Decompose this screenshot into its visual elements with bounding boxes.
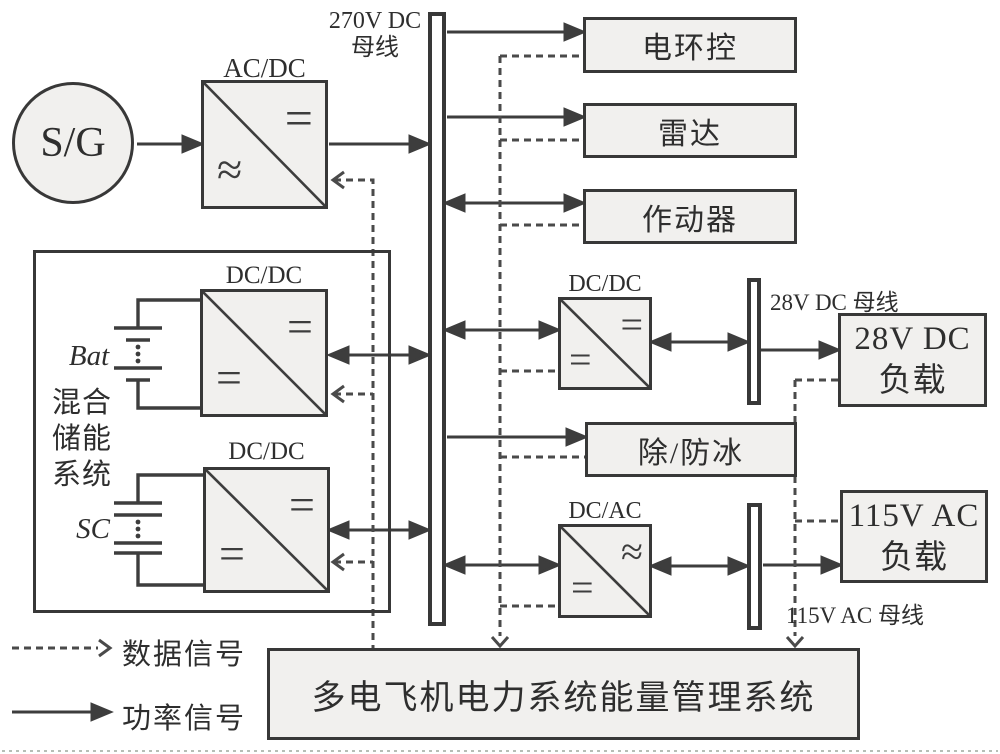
acdc-converter-label: AC/DC [223,53,306,83]
sc-dcdc-converter-label: DC/DC [228,438,305,465]
dc-symbol: = [571,565,594,610]
power-line-bus-dcdc28 [442,320,562,340]
bat-dcdc-diagonal [203,292,325,414]
dcdc28-converter-label: DC/DC [568,271,642,297]
storage-title-line2: 储能 [52,423,113,455]
storage-title-line3: 系统 [52,459,113,491]
data-line-to-acdc-and-storage [334,178,375,648]
dcdc28-converter: = = [558,297,652,390]
legend-power-arrow [12,702,114,722]
power-line-bus-to-radar [447,107,587,127]
power-line-bus28-to-load28 [761,340,842,360]
dcac-converter: ≈ = [558,524,652,618]
chevron-into-sc-dcdc [330,552,345,572]
legend-data-signal-label: 数据信号 [122,639,247,671]
power-line-batdcdc-bus [326,345,432,365]
load-115v-line2: 负载 [880,539,948,576]
ac-symbol: ≈ [217,143,243,195]
power-line-bus-dcac [442,555,562,575]
storage-title-line1: 混合 [52,387,113,419]
power-line-bus115-to-load115 [763,555,844,575]
load-115v-line1: 115V AC [848,497,980,534]
power-line-dcac-bus115 [648,556,751,576]
load-actuator: 作动器 [583,189,797,244]
main-bus-label-line1: 270V DC [328,8,422,34]
acdc-diagonal [204,83,325,206]
dc-symbol: = [287,301,313,352]
main-bus-label-line2: 母线 [351,35,399,61]
load-radar-label: 雷达 [658,117,722,151]
load-env-control: 电环控 [583,17,797,73]
load-env-control-label: 电环控 [642,32,738,65]
dc-symbol: = [620,302,643,347]
sc-dcdc-converter: = = [203,467,330,593]
bat-dcdc-converter-label: DC/DC [225,262,303,289]
bus-115v-label: 115V AC 母线 [786,603,925,628]
dc-symbol: = [289,479,315,530]
dc-symbol: = [284,90,313,146]
battery-label: Bat [68,340,110,372]
load-deicing: 除/防冰 [585,422,797,477]
power-line-sg-to-acdc [137,134,205,154]
hybrid-storage-group [33,250,391,613]
battery-dots [135,344,141,364]
data-line-trunk-loads [498,54,585,636]
ems-label: 多电飞机电力系统能量管理系统 [311,679,816,717]
chevron-into-bat-dcdc [330,384,345,404]
dc-symbol: = [569,337,592,382]
power-line-acdc-to-mainbus [329,134,432,154]
chevron-into-ems-left [490,636,510,649]
power-line-bus-actuator [442,193,587,213]
chevron-legend-data [98,638,113,658]
power-line-bus-to-envcontrol [447,22,587,42]
sc-dcdc-diagonal [206,470,327,590]
power-line-scdcdc-bus [326,520,432,540]
bat-dcdc-converter: = = [200,289,328,417]
load-radar: 雷达 [583,103,797,158]
acdc-converter: = ≈ [201,80,328,209]
main-bus-label: 270V DC 母线 [320,8,430,62]
dc-symbol: = [219,527,245,579]
legend-power-signal-label: 功率信号 [122,703,247,735]
generator-node: S/G [12,82,134,204]
supercap-dots [135,519,141,539]
bus-115v-ac [747,503,762,630]
load-deicing-label: 除/防冰 [637,436,745,470]
load-actuator-label: 作动器 [642,203,738,237]
dcac-converter-label: DC/AC [568,498,642,524]
ac-symbol: ≈ [621,529,643,574]
dcac-diagonal [561,527,649,615]
chevron-into-acdc [330,170,345,190]
hybrid-storage-title: 混合 储能 系统 [52,385,112,493]
supercap-symbol [114,473,203,587]
load-28v-line2: 负载 [878,363,947,399]
load-115v-ac: 115V AC 负载 [840,490,988,583]
main-dc-bus [428,12,446,626]
battery-symbol [114,298,200,410]
ems-box: 多电飞机电力系统能量管理系统 [267,648,860,740]
power-line-dcdc28-bus28 [648,332,751,352]
chevron-into-ems-right [785,636,805,649]
generator-label: S/G [40,120,106,166]
load-28v-dc: 28V DC 负载 [838,313,987,407]
supercap-label: SC [76,513,110,545]
power-line-bus-to-deicing [447,427,589,447]
dc-symbol: = [216,351,242,403]
bus-28v-label: 28V DC 母线 [770,290,899,315]
dcdc28-diagonal [561,300,649,387]
load-28v-line1: 28V DC [854,321,971,357]
bus-28v-dc [747,278,761,405]
